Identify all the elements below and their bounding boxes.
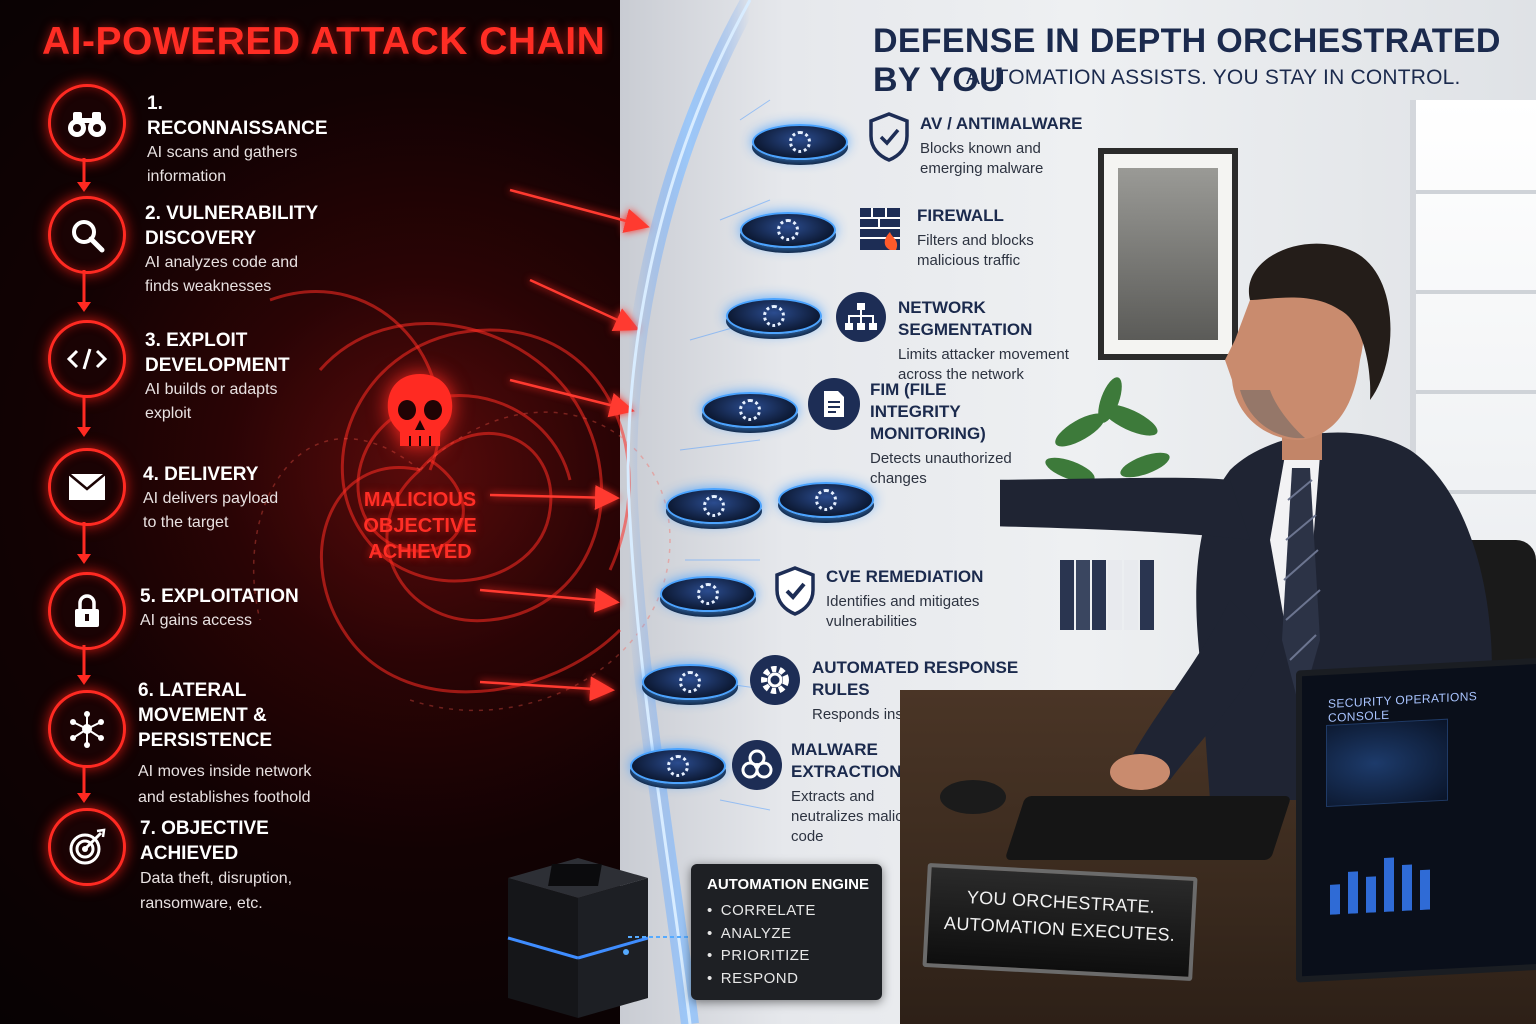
defense-title: DEFENSE IN DEPTH ORCHESTRATED BY YOU — [873, 22, 1501, 99]
defense-item-fim: FIM (FILE INTEGRITY MONITORING) Detects … — [870, 379, 1070, 489]
engine-item: CORRELATE — [707, 900, 816, 923]
defense-disc — [726, 298, 822, 334]
defense-item-segmentation: NETWORK SEGMENTATION Limits attacker mov… — [898, 297, 1108, 385]
plant — [1045, 377, 1170, 483]
defense-disc — [740, 212, 836, 248]
step-title: 7. OBJECTIVE ACHIEVED — [140, 818, 269, 864]
shield-check-icon — [770, 566, 820, 616]
defense-title-text: FIREWALL — [917, 206, 1004, 225]
automation-engine-panel: AUTOMATION ENGINE CORRELATE ANALYZE PRIO… — [691, 864, 882, 1000]
step-1: 1. RECONNAISSANCE AI scans and gathers i… — [147, 91, 347, 189]
envelope-icon — [48, 448, 126, 526]
step-7: 7. OBJECTIVE ACHIEVED Data theft, disrup… — [140, 816, 360, 916]
step-title: 3. EXPLOIT DEVELOPMENT — [145, 330, 290, 376]
defense-title-text: AV / ANTIMALWARE — [920, 114, 1083, 133]
defense-disc — [702, 392, 798, 428]
defense-title-text: MALWARE EXTRACTION — [791, 740, 902, 781]
step-desc: AI scans and gathers information — [147, 144, 298, 185]
gear-icon — [750, 655, 800, 705]
skull-icon — [387, 374, 453, 446]
engine-item: RESPOND — [707, 968, 816, 991]
step-3: 3. EXPLOIT DEVELOPMENT AI builds or adap… — [145, 328, 335, 426]
automation-engine-title: AUTOMATION ENGINE — [707, 876, 869, 893]
defense-disc — [752, 124, 848, 160]
defense-desc: Filters and blocks malicious traffic — [917, 232, 1034, 269]
step-desc: AI moves inside network and establishes … — [138, 763, 312, 806]
desk-nameplate: YOU ORCHESTRATE. AUTOMATION EXECUTES. — [922, 863, 1198, 981]
arrow-down-icon — [77, 645, 91, 685]
arrow-down-icon — [77, 395, 91, 437]
magnifier-icon — [48, 196, 126, 274]
wall-picture — [1098, 148, 1238, 360]
document-icon — [808, 378, 860, 430]
defense-disc — [642, 664, 738, 700]
step-desc: AI builds or adapts exploit — [145, 381, 278, 422]
bar-chart-widget — [1330, 857, 1430, 915]
step-2: 2. VULNERABILITY DISCOVERY AI analyzes c… — [145, 201, 335, 299]
arrow-down-icon — [77, 270, 91, 312]
step-title: 1. RECONNAISSANCE — [147, 93, 328, 139]
mouse — [940, 780, 1006, 814]
shield-icon — [864, 112, 914, 162]
engine-item: PRIORITIZE — [707, 945, 816, 968]
world-map-widget — [1326, 718, 1448, 808]
security-console-monitor: SECURITY OPERATIONS CONSOLE — [1296, 657, 1536, 983]
step-desc: Data theft, disruption, ransomware, etc. — [140, 870, 293, 912]
step-title: 4. DELIVERY — [143, 464, 259, 485]
defense-desc: Detects unauthorized changes — [870, 450, 1012, 487]
defense-item-cve: CVE REMEDIATION Identifies and mitigates… — [826, 566, 1026, 632]
defense-disc — [660, 576, 756, 612]
engine-item: ANALYZE — [707, 923, 816, 946]
target-icon — [48, 808, 126, 886]
binoculars-icon — [48, 84, 126, 162]
attack-arrows — [479, 188, 650, 702]
defense-item-firewall: FIREWALL Filters and blocks malicious tr… — [917, 205, 1117, 271]
defense-desc: Limits attacker movement across the netw… — [898, 346, 1069, 383]
connector-line — [628, 936, 694, 938]
defense-item-malware-extraction: MALWARE EXTRACTION Extracts and neutrali… — [791, 739, 991, 847]
defense-title-text: NETWORK SEGMENTATION — [898, 298, 1033, 339]
step-title: 2. VULNERABILITY DISCOVERY — [145, 203, 318, 249]
automation-engine-list: CORRELATE ANALYZE PRIORITIZE RESPOND — [707, 900, 816, 990]
defense-item-av: AV / ANTIMALWARE Blocks known and emergi… — [920, 113, 1120, 179]
defense-title-text: AUTOMATED RESPONSE RULES — [812, 658, 1019, 699]
defense-desc: Identifies and mitigates vulnerabilities — [826, 593, 980, 630]
defense-subtitle: AUTOMATION ASSISTS. YOU STAY IN CONTROL. — [966, 66, 1461, 89]
arrow-down-icon — [77, 522, 91, 564]
step-6: 6. LATERAL MOVEMENT & PERSISTENCE AI mov… — [138, 678, 358, 811]
binders-shelf — [1060, 560, 1154, 630]
step-title: 6. LATERAL MOVEMENT & PERSISTENCE — [138, 680, 273, 751]
defense-desc: Blocks known and emerging malware — [920, 140, 1044, 177]
attack-chain-title: AI-POWERED ATTACK CHAIN — [42, 20, 606, 63]
defense-disc — [666, 488, 762, 524]
step-title: 5. EXPLOITATION — [140, 586, 299, 607]
step-4: 4. DELIVERY AI delivers payload to the t… — [143, 462, 343, 535]
malicious-objective-label: MALICIOUS OBJECTIVE ACHIEVED — [363, 489, 477, 563]
defense-disc-in-hand — [778, 482, 874, 518]
step-desc: AI delivers payload to the target — [143, 490, 279, 531]
network-icon — [48, 690, 126, 768]
firewall-icon — [856, 204, 906, 254]
defense-disc — [630, 748, 726, 784]
arrow-down-icon — [77, 765, 91, 803]
step-5: 5. EXPLOITATION AI gains access — [140, 584, 340, 633]
defense-barrier — [619, 0, 771, 1024]
biohazard-icon — [732, 740, 782, 790]
defense-title-text: FIM (FILE INTEGRITY MONITORING) — [870, 380, 986, 443]
defense-desc: Extracts and neutralizes malicious code — [791, 788, 931, 845]
defense-title-text: CVE REMEDIATION — [826, 567, 984, 586]
code-icon — [48, 320, 126, 398]
hierarchy-icon — [836, 292, 886, 342]
arrow-down-icon — [77, 158, 91, 192]
automation-engine-device — [507, 858, 649, 1018]
keyboard — [1004, 796, 1292, 860]
step-desc: AI analyzes code and finds weaknesses — [145, 254, 298, 295]
lock-icon — [48, 572, 126, 650]
step-desc: AI gains access — [140, 612, 253, 629]
